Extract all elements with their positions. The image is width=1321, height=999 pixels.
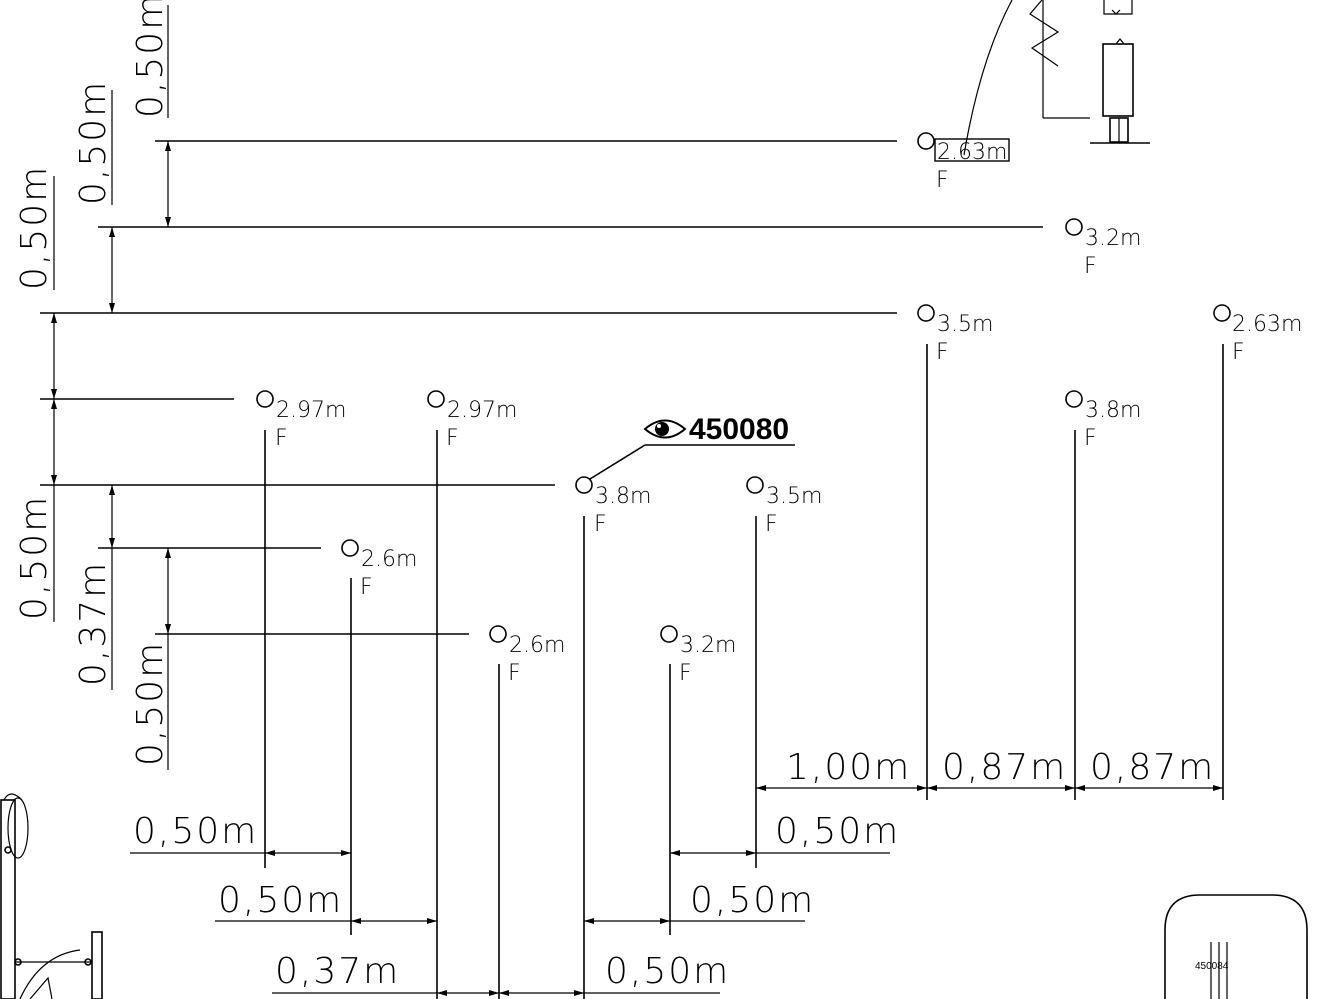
- post-marker[interactable]: 3.8m F: [575, 476, 651, 537]
- post-marker[interactable]: 2.6m F: [489, 625, 565, 686]
- thumbnail-card[interactable]: 450084: [1164, 894, 1308, 999]
- posts: 2.63m F 3.2m F 3.5m F 2.63m F 2.97m F 2.…: [256, 132, 1302, 686]
- post-height: 2.63m: [1232, 312, 1302, 337]
- post-height: 2.97m: [276, 398, 346, 423]
- horizontal-dimension-lines: [130, 785, 1223, 996]
- post-marker[interactable]: 3.8m F: [1065, 390, 1141, 451]
- post-marker[interactable]: 2.97m F: [256, 390, 346, 451]
- hdim-label: 0,87m: [942, 747, 1067, 788]
- post-foot: F: [594, 512, 607, 537]
- vdim-label: 0,50m: [130, 0, 171, 118]
- post-height: 3.5m: [937, 312, 993, 337]
- marker-id: 450080: [689, 413, 789, 446]
- post-foot: F: [679, 661, 692, 686]
- post-foot: F: [508, 661, 521, 686]
- post-marker[interactable]: 3.5m F: [746, 476, 822, 537]
- post-height: 2.6m: [361, 547, 417, 572]
- post-foot: F: [936, 168, 949, 193]
- thumbnail-label: 450084: [1195, 961, 1229, 972]
- post-foot: F: [765, 512, 778, 537]
- hdim-label: 0,37m: [275, 951, 400, 992]
- detail-sketch: [963, 0, 1150, 156]
- post-foot: F: [1084, 426, 1097, 451]
- post-height: 2.6m: [509, 633, 565, 658]
- post-height: 3.8m: [1085, 398, 1141, 423]
- post-marker[interactable]: 2.6m F: [341, 539, 417, 600]
- post-height: 2.63m: [937, 140, 1007, 165]
- post-foot: F: [360, 575, 373, 600]
- vertical-dimension-labels: 0,50m 0,50m 0,50m 0,50m 0,37m 0,50m: [14, 0, 171, 766]
- equipment-sketch: [0, 793, 103, 999]
- hdim-label: 0,50m: [133, 811, 258, 852]
- vdim-label: 0,37m: [73, 561, 114, 686]
- post-height: 3.5m: [766, 484, 822, 509]
- vdim-label: 0,50m: [14, 495, 55, 620]
- post-foot: F: [936, 340, 949, 365]
- eye-icon: [643, 419, 687, 439]
- hdim-label: 0,50m: [218, 880, 343, 921]
- post-foot: F: [275, 426, 288, 451]
- post-height: 3.2m: [1085, 226, 1141, 251]
- post-marker[interactable]: 3.2m F: [660, 625, 736, 686]
- vdim-label: 0,50m: [130, 641, 171, 766]
- post-marker[interactable]: 3.2m F: [1065, 218, 1141, 279]
- vdim-label: 0,50m: [14, 165, 55, 290]
- post-height: 3.2m: [680, 633, 736, 658]
- post-foot: F: [446, 426, 459, 451]
- horizontal-dimension-labels: 1,00m 0,87m 0,87m 0,50m 0,50m 0,50m 0,50…: [133, 747, 1215, 992]
- post-foot: F: [1232, 340, 1245, 365]
- hdim-label: 0,87m: [1090, 747, 1215, 788]
- vdim-label: 0,50m: [73, 80, 114, 205]
- hdim-label: 0,50m: [605, 951, 730, 992]
- row-reference-lines: [40, 140, 1043, 635]
- post-height: 2.97m: [447, 398, 517, 423]
- post-marker[interactable]: 2.97m F: [427, 390, 517, 451]
- hdim-label: 0,50m: [690, 880, 815, 921]
- post-marker[interactable]: 2.63m F: [1213, 304, 1302, 365]
- hdim-label: 0,50m: [775, 811, 900, 852]
- post-foot: F: [1084, 254, 1097, 279]
- marker-callout[interactable]: 450080: [589, 413, 795, 480]
- post-marker[interactable]: 3.5m F: [917, 304, 993, 365]
- hdim-label: 1,00m: [786, 747, 911, 788]
- post-height: 3.8m: [595, 484, 651, 509]
- post-marker[interactable]: 2.63m F: [917, 132, 1010, 193]
- vertical-dimension-rails: [51, 5, 171, 770]
